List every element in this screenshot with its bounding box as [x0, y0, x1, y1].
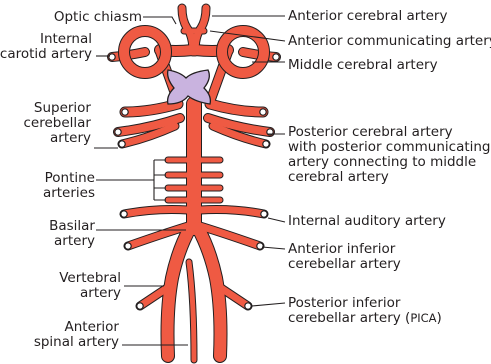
label-vertebral-artery: Vertebral artery	[59, 271, 121, 301]
label-basilar-artery: Basilar artery	[49, 219, 95, 249]
label-line: Pontine	[43, 171, 95, 186]
branch-end-cap	[121, 211, 127, 217]
branch-end-cap	[261, 211, 267, 217]
branch-end-cap	[115, 129, 121, 135]
label-line: Anterior inferior	[288, 242, 401, 257]
branch-end-cap	[263, 141, 269, 147]
branch-end-cap	[245, 303, 251, 309]
label-line: Internal	[0, 32, 92, 47]
label-line: cerebellar artery (PICA)	[288, 311, 442, 326]
label-line: spinal artery	[34, 335, 119, 350]
leader-internal-auditory	[268, 218, 285, 222]
label-anterior-cerebral-artery: Anterior cerebral artery	[288, 9, 447, 24]
branch-end-cap	[122, 109, 128, 115]
label-line: Vertebral	[59, 271, 121, 286]
label-line: artery	[59, 286, 121, 301]
label-anterior-communicating-artery: Anterior communicating artery	[288, 34, 491, 49]
leader-posterior-inferior-cerebellar	[252, 303, 285, 306]
branch-end-cap	[273, 54, 279, 60]
label-line: artery connecting to middle	[288, 155, 491, 170]
label-line: Anterior	[34, 320, 119, 335]
label-line: Basilar	[49, 219, 95, 234]
label-abbreviation: PICA	[410, 311, 436, 325]
label-anterior-spinal-artery: Anterior spinal artery	[34, 320, 119, 350]
label-line: cerebral artery	[288, 170, 491, 185]
label-line: Posterior cerebral artery	[288, 125, 491, 140]
label-text: )	[437, 310, 442, 326]
label-line: artery	[49, 234, 95, 249]
vertebral-right	[198, 228, 221, 356]
label-pontine-arteries: Pontine arteries	[43, 171, 95, 201]
artery-network	[109, 8, 279, 360]
label-anterior-inferior-cerebellar-artery: Anterior inferior cerebellar artery	[288, 242, 401, 272]
label-internal-auditory-artery: Internal auditory artery	[288, 214, 446, 229]
label-middle-cerebral-artery: Middle cerebral artery	[288, 58, 438, 73]
label-text: cerebellar artery (	[288, 310, 410, 326]
branch-end-cap	[109, 54, 115, 60]
label-line: cerebellar	[24, 116, 92, 131]
label-line: Posterior inferior	[288, 296, 442, 311]
label-optic-chiasm: Optic chiasm	[54, 10, 142, 25]
vertebral-left	[168, 228, 191, 356]
label-line: arteries	[43, 186, 95, 201]
label-line: with posterior communicating	[288, 140, 491, 155]
label-posterior-cerebral-artery: Posterior cerebral artery with posterior…	[288, 125, 491, 185]
label-line: cerebellar artery	[288, 257, 401, 272]
label-line: carotid artery	[0, 47, 92, 62]
label-line: artery	[24, 131, 92, 146]
leader-anterior-inferior-cerebellar	[262, 247, 285, 249]
branch-end-cap	[257, 243, 263, 249]
leader-pontine-bracket	[154, 160, 166, 200]
branch-end-cap	[125, 243, 131, 249]
branch-end-cap	[137, 303, 143, 309]
label-posterior-inferior-cerebellar-artery: Posterior inferior cerebellar artery (PI…	[288, 296, 442, 326]
branch-end-cap	[119, 141, 125, 147]
branch-end-cap	[260, 109, 266, 115]
leader-optic-chiasm	[143, 17, 176, 24]
label-line: Superior	[24, 101, 92, 116]
label-internal-carotid-artery: Internal carotid artery	[0, 32, 92, 62]
label-superior-cerebellar-artery: Superior cerebellar artery	[24, 101, 92, 146]
